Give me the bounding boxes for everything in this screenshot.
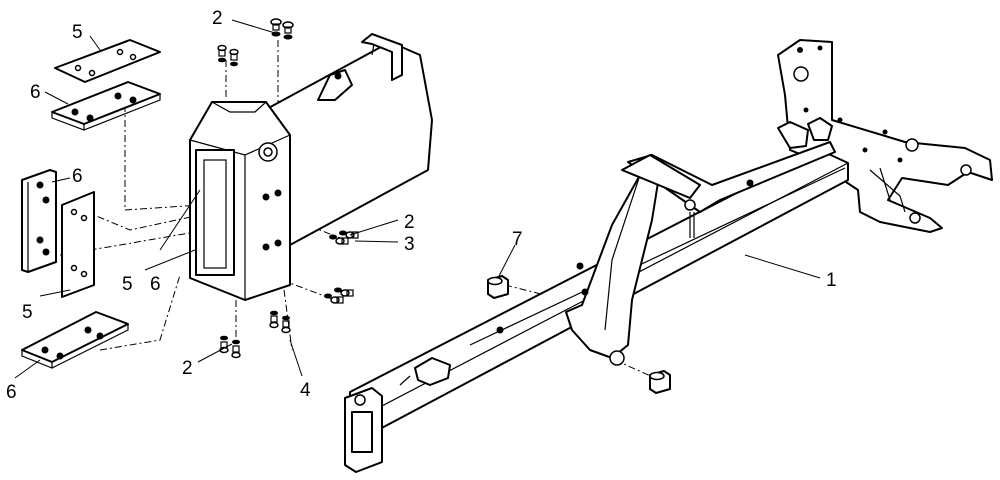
bolt-group-bottom [219,310,291,359]
callout-2-right: 2 [404,212,415,233]
callout-5-top: 5 [72,22,83,43]
callout-labels: 2 5 6 6 2 3 5 6 5 6 2 4 7 1 [6,8,837,403]
callout-7: 7 [512,229,523,250]
bolt-group-top [217,18,294,67]
main-frame-part-1 [344,39,993,473]
callout-3-right: 3 [404,234,415,255]
fasteners [217,18,359,359]
callout-1: 1 [826,270,837,291]
callout-6-top: 6 [30,82,41,103]
bolt-group-right [324,230,359,304]
leader-lines [14,19,821,379]
callout-6-left: 6 [72,166,83,187]
callout-5-mid: 5 [122,274,133,295]
callout-6-mid: 6 [150,274,161,295]
callout-6-bottom: 6 [6,382,17,403]
callout-2-top: 2 [212,8,223,29]
callout-2-bottom: 2 [182,358,193,379]
shim-plates [21,39,161,369]
bushings-part-7 [487,275,671,394]
callout-4-bottom: 4 [300,380,311,401]
front-frame-box [189,101,291,301]
callout-5-left: 5 [22,302,33,323]
